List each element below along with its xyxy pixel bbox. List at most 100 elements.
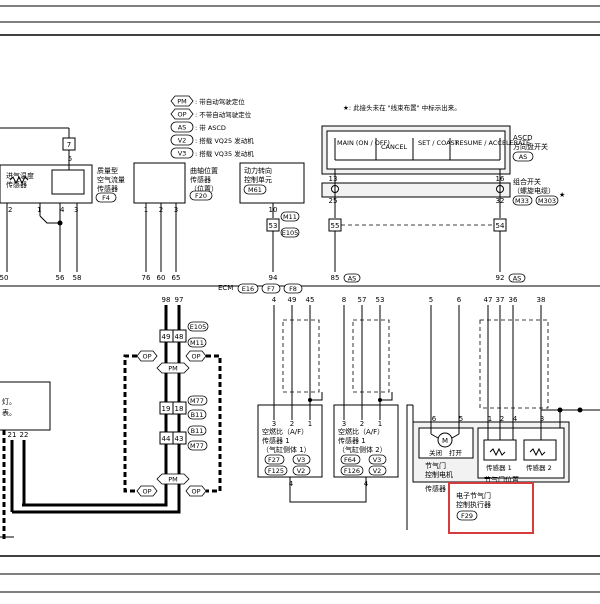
svg-text:43: 43 <box>175 435 184 443</box>
svg-text:ASCD: ASCD <box>513 134 533 142</box>
svg-text:4: 4 <box>513 415 518 423</box>
svg-text:（气缸侧体 1）: （气缸侧体 1） <box>262 445 311 454</box>
svg-text:V2: V2 <box>297 467 306 475</box>
svg-text:19: 19 <box>162 405 171 413</box>
svg-text:M11: M11 <box>283 213 297 221</box>
svg-text:44: 44 <box>162 435 171 443</box>
svg-text:F27: F27 <box>268 456 280 464</box>
svg-text:AS: AS <box>178 124 187 132</box>
svg-text:F64: F64 <box>344 456 356 464</box>
ascd-button-main: MAIN (ON / OFF) <box>337 139 390 147</box>
left-partial-box: 灯。 表。 21 22 <box>0 381 51 540</box>
svg-text:45: 45 <box>306 296 315 304</box>
svg-text:（气缸侧体 2）: （气缸侧体 2） <box>338 445 387 454</box>
maf-pin-1: 1 <box>37 206 41 214</box>
svg-text:58: 58 <box>73 274 82 282</box>
svg-text:传感器 1: 传感器 1 <box>338 436 366 445</box>
svg-text:关闭: 关闭 <box>429 448 442 457</box>
svg-text:E105: E105 <box>282 229 299 237</box>
svg-text:3: 3 <box>272 420 276 428</box>
throttle-connector: F29 <box>461 512 473 520</box>
svg-text:92: 92 <box>496 274 505 282</box>
throttle-actuator: 6 5 1 2 4 3 M 关闭 打开 节气门 控制电机 传感器 1 传感 <box>406 305 600 530</box>
svg-text:传感器 1: 传感器 1 <box>486 463 512 472</box>
svg-text:V2: V2 <box>373 467 382 475</box>
throttle-sensor-2: 传感器 2 <box>523 439 557 472</box>
frame <box>0 5 600 593</box>
svg-text:36: 36 <box>509 296 518 304</box>
svg-text:表。: 表。 <box>2 408 16 417</box>
svg-text:电子节气门: 电子节气门 <box>456 491 491 500</box>
svg-text:55: 55 <box>331 222 340 230</box>
svg-text:OP: OP <box>142 353 151 361</box>
svg-text:48: 48 <box>175 333 184 341</box>
svg-text:1: 1 <box>378 420 382 428</box>
svg-text:E16: E16 <box>242 285 254 293</box>
svg-text:54: 54 <box>496 222 505 230</box>
svg-text:节气门位置: 节气门位置 <box>484 475 519 484</box>
svg-text:OP: OP <box>142 488 151 496</box>
svg-text:组合开关: 组合开关 <box>513 177 541 186</box>
af-ground-link <box>289 500 367 503</box>
svg-text:2: 2 <box>360 420 364 428</box>
svg-text:57: 57 <box>358 296 367 304</box>
svg-text:F7: F7 <box>267 285 275 293</box>
svg-text:M11: M11 <box>190 339 204 347</box>
maf-pin-4: 4 <box>60 206 65 214</box>
svg-text:98: 98 <box>162 296 171 304</box>
svg-text:M33: M33 <box>515 197 529 205</box>
maf-pin-3: 3 <box>74 206 78 214</box>
svg-text:F125: F125 <box>268 467 284 475</box>
svg-text:38: 38 <box>537 296 546 304</box>
svg-text:OP: OP <box>191 488 200 496</box>
svg-text:AS: AS <box>348 275 357 283</box>
power-steering-unit: 动力转向 控制单元 M61 10 53 M11 E105 <box>239 162 305 272</box>
svg-text:M77: M77 <box>190 442 204 450</box>
svg-text:2: 2 <box>500 415 504 423</box>
svg-text:CANCEL: CANCEL <box>381 143 407 151</box>
svg-text:8: 8 <box>342 296 346 304</box>
maf-label-1: 质量型 <box>97 166 118 175</box>
maf-connector: F4 <box>102 194 110 202</box>
crank-connector: F20 <box>195 192 207 200</box>
svg-text:22: 22 <box>20 431 29 439</box>
svg-text:PM: PM <box>168 365 178 373</box>
svg-text:节气门: 节气门 <box>425 461 446 470</box>
svg-text:60: 60 <box>157 274 166 282</box>
intake-temp-label-2: 传感器 <box>6 180 27 189</box>
svg-text:V3: V3 <box>178 150 187 158</box>
svg-text:21: 21 <box>8 431 17 439</box>
ascd-button-set: SET / COAST <box>418 139 459 147</box>
ascd-button-resume: RESUME / ACCELERATE <box>455 139 530 147</box>
svg-text:OP: OP <box>177 111 186 119</box>
maf-pin-7: 7 <box>67 141 71 149</box>
svg-text:★: ★ <box>559 191 565 199</box>
ascd-steering-switch: ASCD 方向盘开关 AS MAIN (ON / OFF) CANCEL SET… <box>321 125 565 272</box>
svg-text:ECM: ECM <box>218 284 233 292</box>
harness-note: ★: 此接头未在 "线束布置" 中标示出来。 <box>343 103 461 112</box>
svg-text:V2: V2 <box>178 137 187 145</box>
svg-text:V3: V3 <box>373 456 382 464</box>
maf-pin-2: 2 <box>8 206 12 214</box>
svg-text:18: 18 <box>175 405 184 413</box>
maf-label-3: 传感器 <box>97 184 118 193</box>
maf-sensor: 进气温度 传感器 质量型 空气流量 传感器 F4 7 5 2 1 4 3 <box>0 127 125 272</box>
svg-text:94: 94 <box>269 274 278 282</box>
harness-joint-connectors: 98 97 49 48 E105 M11 OP PM OP 19 18 M77 … <box>12 296 222 514</box>
svg-text:53: 53 <box>269 222 278 230</box>
svg-text:: 搭载 VQ25 发动机: : 搭载 VQ25 发动机 <box>195 136 254 145</box>
svg-text:6: 6 <box>457 296 462 304</box>
svg-text:47: 47 <box>484 296 493 304</box>
svg-text:M: M <box>442 437 448 445</box>
svg-text:: 搭载 VQ35 发动机: : 搭载 VQ35 发动机 <box>195 149 254 158</box>
legend-item-as: AS : 带 ASCD <box>170 121 226 133</box>
svg-text:方向盘开关: 方向盘开关 <box>513 142 548 151</box>
svg-text:打开: 打开 <box>449 448 463 457</box>
svg-text:SET / COAST: SET / COAST <box>418 139 459 147</box>
svg-text:3: 3 <box>342 420 346 428</box>
svg-text:4: 4 <box>289 480 294 488</box>
svg-text:1: 1 <box>308 420 312 428</box>
svg-text:76: 76 <box>142 274 151 282</box>
svg-text:OP: OP <box>191 353 200 361</box>
